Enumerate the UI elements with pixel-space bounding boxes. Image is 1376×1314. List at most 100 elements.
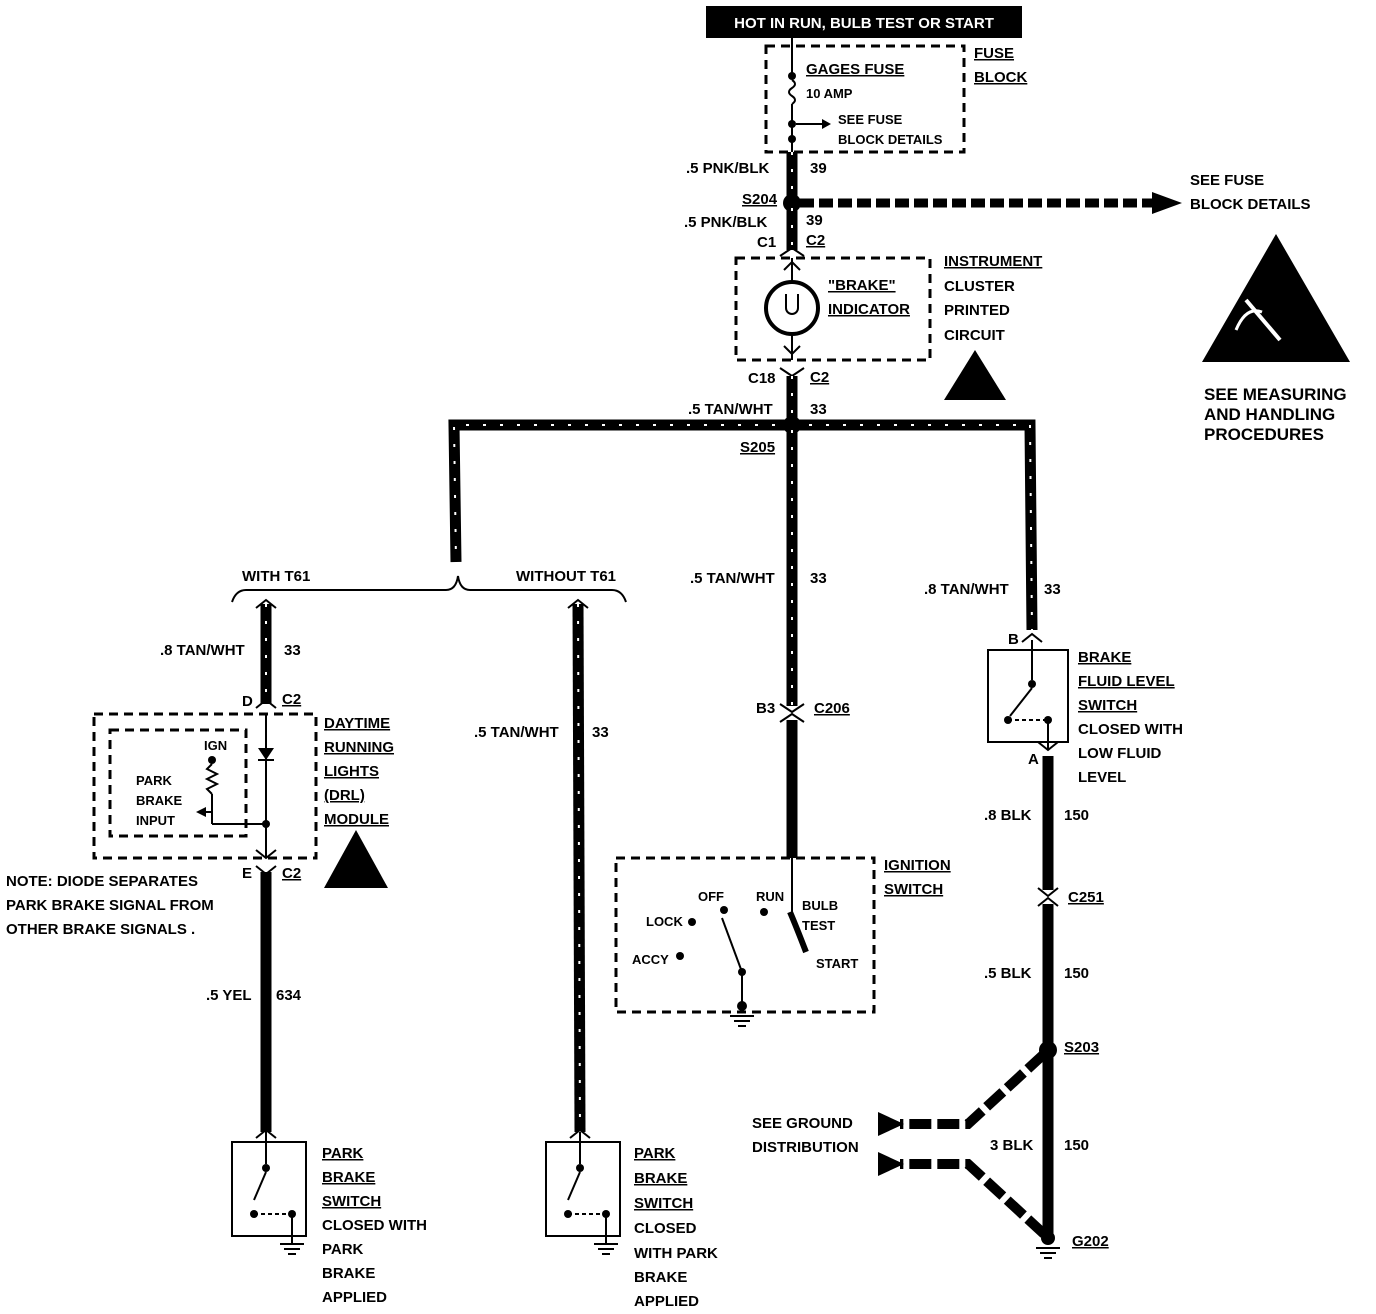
conn-c2-drl-top: C2	[282, 691, 301, 708]
esd-warning-icon	[1202, 234, 1350, 362]
wire-33-top-num: 33	[810, 401, 827, 418]
branch-bracket	[231, 575, 627, 603]
psl-5: PARK	[322, 1241, 364, 1258]
cluster-title-2: CLUSTER	[944, 278, 1015, 295]
see-fuse-right-1: SEE FUSE	[1190, 172, 1264, 189]
ground-icon	[594, 1243, 618, 1255]
psr-1: PARK	[634, 1145, 676, 1162]
wire-150a-num: 150	[1064, 807, 1089, 824]
wire-150c-color: 3 BLK	[990, 1137, 1034, 1154]
cluster-title-3: PRINTED	[944, 302, 1010, 319]
esd-note-2: AND HANDLING	[1204, 405, 1335, 424]
ground-icon	[1036, 1247, 1060, 1259]
wire-33-left-color: .8 TAN/WHT	[160, 642, 245, 659]
ign-start: START	[816, 956, 858, 971]
ground-icon	[730, 1015, 754, 1027]
psl-3: SWITCH	[322, 1193, 381, 1210]
psr-7: APPLIED	[634, 1293, 699, 1310]
ground-arrow-icon	[878, 1152, 904, 1176]
brake-fluid-switch-box	[987, 649, 1069, 743]
bf-1: BRAKE	[1078, 649, 1131, 666]
diode-icon	[258, 748, 274, 760]
drl-title-5: MODULE	[324, 811, 389, 828]
drl-inner-box	[108, 728, 248, 838]
wire-33-without-num: 33	[592, 724, 609, 741]
splice-s204	[783, 194, 801, 212]
indicator-2: INDICATOR	[828, 301, 910, 318]
s203-label: S203	[1064, 1039, 1099, 1056]
fuse-icon	[788, 79, 796, 105]
bf-6: LEVEL	[1078, 769, 1126, 786]
psr-2: BRAKE	[634, 1170, 687, 1187]
resistor-icon	[204, 763, 220, 795]
note-2: PARK BRAKE SIGNAL FROM	[6, 897, 214, 914]
wire-33-without-color: .5 TAN/WHT	[474, 724, 559, 741]
ground-g202	[1041, 1231, 1055, 1245]
drl-ign: IGN	[204, 738, 227, 753]
ign-run: RUN	[756, 889, 784, 904]
wire-39a-num: 39	[810, 160, 827, 177]
note-1: NOTE: DIODE SEPARATES	[6, 873, 198, 890]
psr-5: WITH PARK	[634, 1245, 718, 1262]
see-fuse-right-2: BLOCK DETAILS	[1190, 196, 1311, 213]
wire-150b-color: .5 BLK	[984, 965, 1032, 982]
park-switch-right-box	[545, 1141, 621, 1237]
fuse-block-box	[764, 44, 966, 154]
psl-1: PARK	[322, 1145, 364, 1162]
wire-150c-num: 150	[1064, 1137, 1089, 1154]
wire-33-right-color: .8 TAN/WHT	[924, 581, 1009, 598]
splice-s205	[783, 416, 801, 434]
g202-label: G202	[1072, 1233, 1109, 1250]
drl-park-3: INPUT	[136, 813, 175, 828]
wire-33-mid-num: 33	[810, 570, 827, 587]
bf-4: CLOSED WITH	[1078, 721, 1183, 738]
wire-39a-color: .5 PNK/BLK	[686, 160, 770, 177]
conn-c2-mid: C2	[810, 369, 829, 386]
psl-7: APPLIED	[322, 1289, 387, 1306]
ignition-switch-box	[614, 856, 876, 1014]
drl-title-2: RUNNING	[324, 739, 394, 756]
ign-title-2: SWITCH	[884, 881, 943, 898]
wire-150b-num: 150	[1064, 965, 1089, 982]
s205-label: S205	[740, 439, 775, 456]
conn-c2-drl-bot: C2	[282, 865, 301, 882]
wire-33-right-num: 33	[1044, 581, 1061, 598]
esd-note-3: PROCEDURES	[1204, 425, 1324, 444]
bulb-icon	[764, 280, 820, 336]
conn-e: E	[242, 865, 252, 882]
wire-150a-color: .8 BLK	[984, 807, 1032, 824]
fuse-block-title-2: BLOCK	[974, 69, 1027, 86]
conn-d: D	[242, 693, 253, 710]
see-fuse-arrow-icon	[1152, 192, 1182, 214]
note-3: OTHER BRAKE SIGNALS .	[6, 921, 195, 938]
esd-warning-icon-drl	[324, 830, 388, 888]
ign-off: OFF	[698, 889, 724, 904]
esd-note-1: SEE MEASURING	[1204, 385, 1347, 404]
drl-title-1: DAYTIME	[324, 715, 390, 732]
fuse-see-1: SEE FUSE	[838, 112, 903, 127]
park-switch-left-box	[231, 1141, 307, 1237]
drl-title-4: (DRL)	[324, 787, 365, 804]
drl-park-2: BRAKE	[136, 793, 183, 808]
conn-a: A	[1028, 751, 1039, 768]
ground-icon	[280, 1243, 304, 1255]
fuse-block-title: FUSE	[974, 45, 1014, 62]
conn-b: B	[1008, 631, 1019, 648]
ground-ref-2: DISTRIBUTION	[752, 1139, 859, 1156]
fuse-rating: 10 AMP	[806, 86, 853, 101]
drl-title-3: LIGHTS	[324, 763, 379, 780]
s204-label: S204	[742, 191, 778, 208]
indicator-1: "BRAKE"	[828, 277, 896, 294]
ground-arrow-icon	[878, 1112, 904, 1136]
wire-634-num: 634	[276, 987, 302, 1004]
psl-4: CLOSED WITH	[322, 1217, 427, 1234]
wire-33-top-color: .5 TAN/WHT	[688, 401, 773, 418]
wire-33-left-num: 33	[284, 642, 301, 659]
fuse-see-2: BLOCK DETAILS	[838, 132, 943, 147]
drl-park-1: PARK	[136, 773, 172, 788]
fuse-name: GAGES FUSE	[806, 61, 904, 78]
esd-warning-icon-small	[944, 350, 1006, 400]
bf-3: SWITCH	[1078, 697, 1137, 714]
bf-2: FLUID LEVEL	[1078, 673, 1175, 690]
